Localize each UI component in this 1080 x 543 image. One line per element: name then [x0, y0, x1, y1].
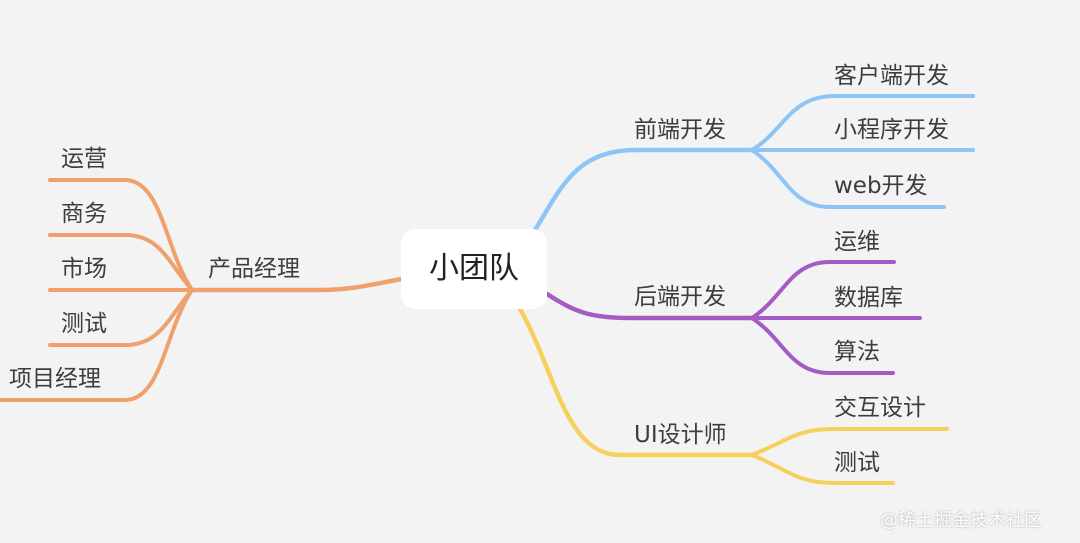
branch-frontend[interactable]: 前端开发: [634, 117, 726, 143]
node-operations[interactable]: 运营: [61, 146, 107, 172]
connector-product-ops: [48, 178, 194, 292]
connector-product-pm: [0, 288, 194, 402]
node-interaction-design[interactable]: 交互设计: [834, 395, 926, 421]
connector-backend-ops: [750, 260, 896, 320]
node-ops[interactable]: 运维: [834, 229, 880, 255]
connector-root-ui: [517, 306, 755, 458]
connector-product-business: [48, 233, 194, 292]
node-miniprogram-dev[interactable]: 小程序开发: [834, 117, 949, 143]
root-node[interactable]: 小团队: [401, 229, 547, 309]
node-algorithm[interactable]: 算法: [834, 339, 880, 365]
node-database[interactable]: 数据库: [834, 285, 903, 311]
branch-backend[interactable]: 后端开发: [634, 284, 726, 310]
branch-ui[interactable]: UI设计师: [634, 422, 727, 448]
node-web-dev[interactable]: web开发: [834, 173, 928, 199]
connector-root-backend: [544, 291, 755, 321]
node-ui-testing[interactable]: 测试: [834, 450, 880, 476]
connector-backend-algo: [750, 316, 895, 375]
node-project-manager[interactable]: 项目经理: [9, 366, 101, 392]
watermark: @稀土掘金技术社区: [880, 510, 1042, 531]
connector-frontend-client: [750, 94, 975, 152]
connector-root-frontend: [532, 147, 755, 233]
connector-ui-test: [750, 453, 895, 485]
node-product-testing[interactable]: 测试: [61, 311, 107, 337]
node-client-dev[interactable]: 客户端开发: [834, 63, 949, 89]
node-business[interactable]: 商务: [61, 201, 107, 227]
node-market[interactable]: 市场: [61, 256, 107, 282]
branch-product[interactable]: 产品经理: [208, 256, 300, 282]
root-label: 小团队: [429, 251, 519, 286]
connector-ui-interaction: [750, 427, 949, 457]
connector-frontend-web: [750, 148, 946, 209]
connector-root-product: [189, 276, 404, 293]
